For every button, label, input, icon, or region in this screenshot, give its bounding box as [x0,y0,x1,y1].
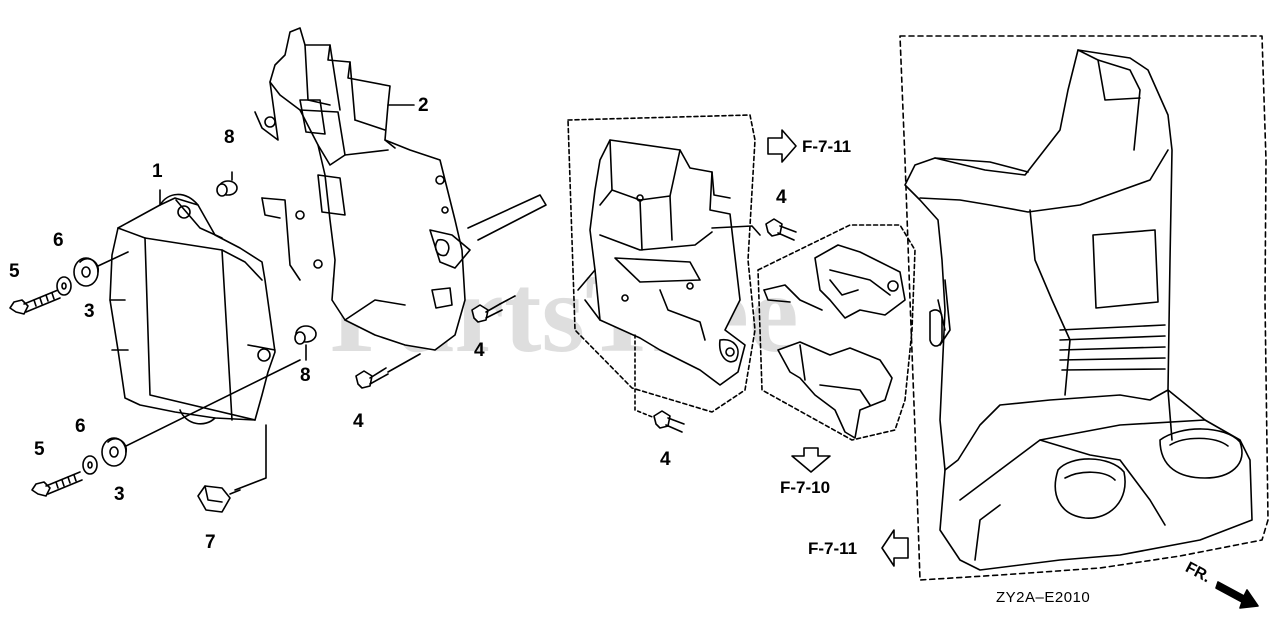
washer-6-lower [83,456,97,474]
part-label-4-d: 4 [660,449,671,470]
bolt-4-a-axis [500,296,515,304]
middle-bracket [578,140,745,385]
clip-7 [198,486,240,512]
washer-6-upper [57,277,71,295]
right-bracket [764,245,905,438]
bolt-4-a [472,304,502,322]
front-arrow [1216,582,1258,608]
leader-7 [235,425,266,490]
grommet-8-upper [217,172,237,196]
ref-arrow-bottom [882,530,908,566]
ref-arrow-top [768,130,796,162]
part-label-3-lower: 3 [114,484,125,505]
part-label-7: 7 [205,532,216,553]
bolt-4-b-axis [388,354,420,372]
cover-frame [900,36,1268,580]
ref-label-f-7-11-top[interactable]: F-7-11 [802,137,852,156]
bolt-4-b [356,368,388,388]
main-bracket [255,28,546,350]
part-label-3-upper: 3 [84,301,95,322]
diagram-code: ZY2A–E2010 [996,589,1091,606]
bolt-4-c [766,219,796,240]
right-bracket-frame [758,225,915,440]
part-label-4-b: 4 [353,411,364,432]
part-label-4-a: 4 [474,340,485,361]
middle-leader-dashed [635,335,660,420]
ref-label-f-7-11-bottom[interactable]: F-7-11 [808,539,858,558]
axis-upper [98,252,128,266]
grommet-3-upper [74,258,98,286]
middle-bracket-frame [568,115,755,412]
part-label-8-upper: 8 [224,127,235,148]
bolt-5-lower [32,472,82,496]
grommet-3-lower [102,438,126,466]
control-unit [110,194,275,423]
part-label-6-upper: 6 [53,230,64,251]
part-label-5-lower: 5 [34,439,45,460]
ref-label-f-7-10[interactable]: F-7-10 [780,478,831,497]
part-label-4-c: 4 [776,187,787,208]
ref-arrow-mid [792,448,830,472]
part-label-2: 2 [418,95,429,116]
bolt-5-upper [10,290,60,314]
part-label-5-upper: 5 [9,261,20,282]
grommet-8-lower [295,326,316,360]
bracket-tie [712,226,760,235]
axis-lower [126,360,300,446]
part-label-8-lower: 8 [300,365,311,386]
part-label-1: 1 [152,161,163,182]
part-label-6-lower: 6 [75,416,86,437]
bolt-4-d [654,411,684,432]
engine-cover [905,50,1252,570]
